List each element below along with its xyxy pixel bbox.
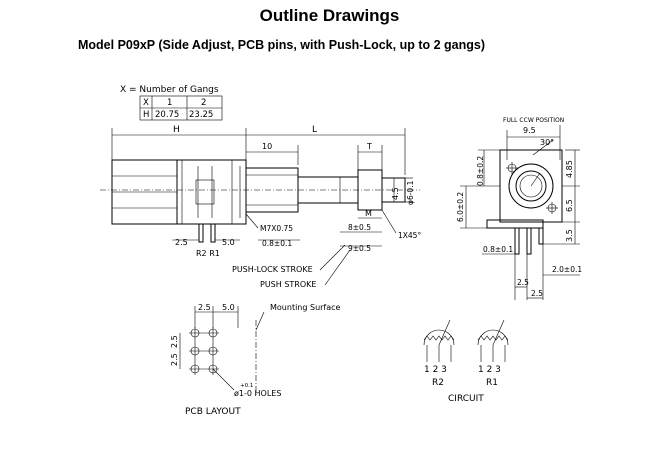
gang-col-1: 1 <box>167 98 172 108</box>
side-3-5: 3.5 <box>565 229 574 242</box>
mounting-surface: Mounting Surface <box>270 303 341 312</box>
dim-l: L <box>312 125 317 135</box>
front-view: H L 10 T <box>100 125 421 289</box>
side-0-8h: 0.8±0.1 <box>483 245 513 254</box>
gang-row-x: X <box>143 98 149 108</box>
circuit-label: CIRCUIT <box>448 394 484 404</box>
circuit-pins-r1: 1 2 3 <box>478 365 501 375</box>
pot-r2-symbol <box>423 319 455 362</box>
dim-10: 10 <box>262 142 272 151</box>
side-6-0: 6.0±0.2 <box>456 192 465 222</box>
pcb-holes: ø1-0 HOLES <box>234 389 281 398</box>
dim-9: 9±0.5 <box>348 244 371 253</box>
gang-h-1: 20.75 <box>155 110 179 120</box>
dim-m: M <box>365 209 372 218</box>
pcb-layout-label: PCB LAYOUT <box>185 407 241 417</box>
gang-legend: X = Number of Gangs <box>120 85 219 95</box>
pot-r1-symbol <box>477 319 509 362</box>
side-2-5a: 2.5 <box>517 278 529 287</box>
dim-0-8: 0.8±0.1 <box>262 239 292 248</box>
dim-4-5: 4.5 <box>391 187 400 200</box>
side-2-0: 2.0±0.1 <box>552 265 582 274</box>
pcb-2-5: 2.5 <box>198 303 211 312</box>
pins-r2-r1: R2 R1 <box>196 249 220 258</box>
pcb-layout: 2.5 5.0 Mounting Surface 2.5 2.5 ø1-0 HO… <box>170 303 341 417</box>
push-stroke: PUSH STROKE <box>260 280 316 289</box>
dim-chamfer: 1X45° <box>398 231 421 240</box>
side-0-8v: 0.8±0.2 <box>476 156 485 186</box>
dim-5-0: 5.0 <box>222 238 235 247</box>
circuit-pins-r2: 1 2 3 <box>424 365 447 375</box>
model-subtitle: Model P09xP (Side Adjust, PCB pins, with… <box>78 38 485 52</box>
circuit-r1: R1 <box>486 378 498 388</box>
circuit-r2: R2 <box>432 378 444 388</box>
side-6-5: 6.5 <box>565 199 574 212</box>
side-9-5: 9.5 <box>523 126 536 135</box>
dim-t: T <box>366 142 372 151</box>
dim-8: 8±0.5 <box>348 223 371 232</box>
side-view: FULL CCW POSITION 9.5 30° 4.85 6.5 3.5 <box>456 117 582 300</box>
pcb-hole-tol: +0.1 <box>240 383 253 389</box>
full-ccw-label: FULL CCW POSITION <box>503 117 564 124</box>
gang-row-h: H <box>143 110 149 120</box>
pcb-5-0: 5.0 <box>222 303 235 312</box>
dim-h: H <box>173 125 180 135</box>
page-title: Outline Drawings <box>259 6 400 25</box>
gang-table: X = Number of Gangs X H 1 2 20.75 23.25 <box>120 85 223 121</box>
push-lock-stroke: PUSH-LOCK STROKE <box>232 265 313 274</box>
gang-col-2: 2 <box>201 98 206 108</box>
dim-m7: M7X0.75 <box>260 224 293 233</box>
side-2-5b: 2.5 <box>531 289 543 298</box>
gang-h-2: 23.25 <box>189 110 213 120</box>
dim-phi6: φ6-0.1 <box>406 180 415 205</box>
circuit: 1 2 3 1 2 3 R2 R1 CIRCUIT <box>423 319 509 404</box>
side-30deg: 30° <box>540 138 554 147</box>
pcb-v-2-5a: 2.5 <box>170 335 179 348</box>
side-4-85: 4.85 <box>565 160 574 178</box>
pcb-v-2-5b: 2.5 <box>170 353 179 366</box>
dim-2-5: 2.5 <box>175 238 188 247</box>
